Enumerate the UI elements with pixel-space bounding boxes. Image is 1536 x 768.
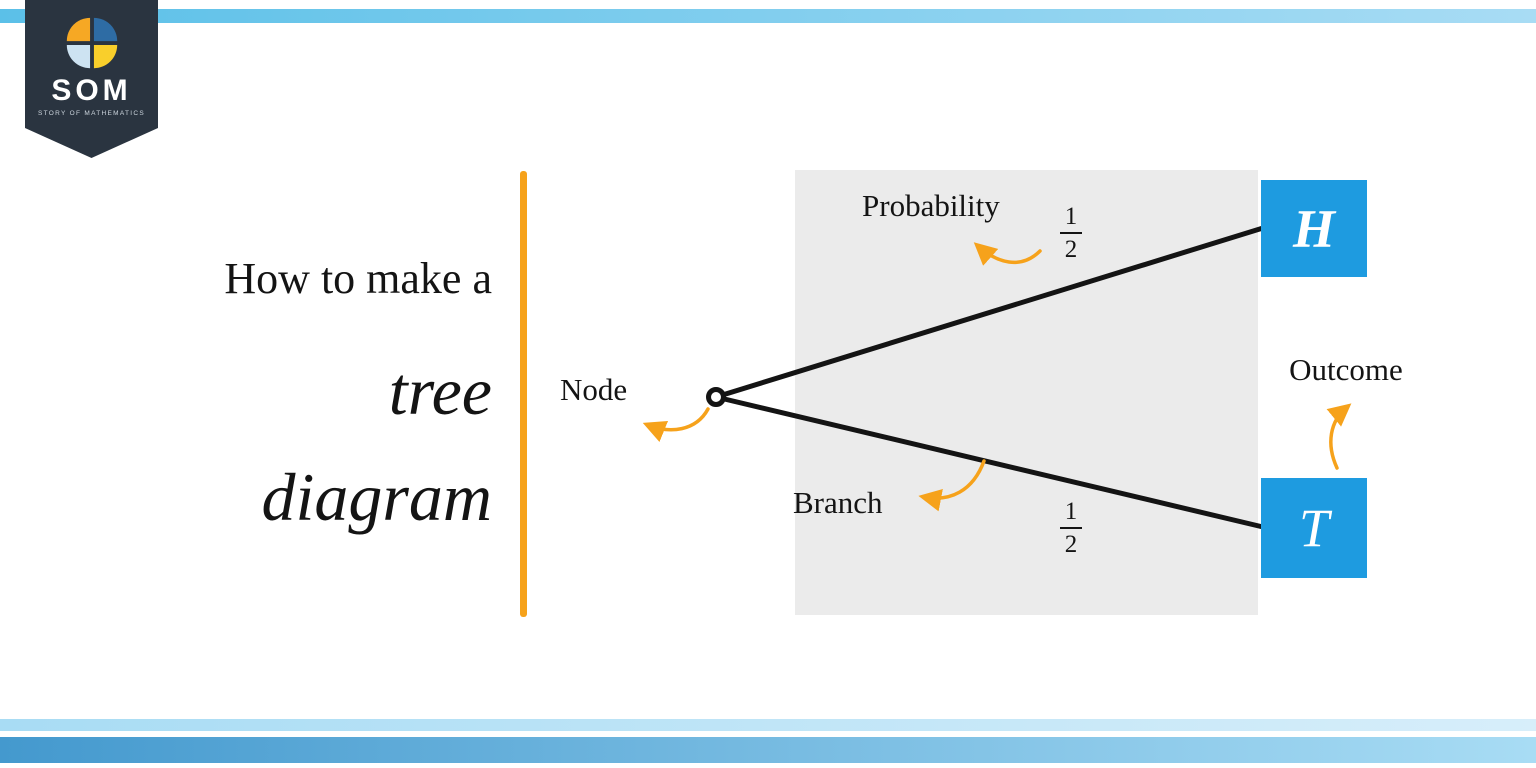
- logo-acronym: SOM: [51, 74, 132, 107]
- node-label: Node: [560, 372, 628, 407]
- fraction-top-denominator: 2: [1064, 236, 1078, 263]
- vertical-divider: [520, 171, 527, 617]
- node-annotation-arrow: [642, 407, 710, 442]
- page-title-line1: How to make a: [224, 254, 492, 303]
- outcome-label: Outcome: [1289, 352, 1403, 387]
- pinwheel-icon: [66, 17, 117, 69]
- lower-branch-line: [713, 394, 1266, 530]
- outcome-letter-t: T: [1298, 498, 1330, 558]
- fraction-top-bar: [1060, 232, 1082, 234]
- pinwheel-wedge-yellow: [93, 44, 117, 69]
- fraction-bottom-bar: [1060, 527, 1082, 529]
- probability-label: Probability: [862, 188, 1000, 223]
- diagram-panel: [795, 170, 1258, 615]
- logo-subtitle: STORY OF MATHEMATICS: [37, 110, 146, 117]
- page-title-line3: diagram: [261, 459, 492, 535]
- bottom-stripe-thick: [0, 737, 1536, 763]
- node-circle: [706, 387, 726, 407]
- outcome-letter-h: H: [1292, 198, 1335, 259]
- probability-fraction-top: 1 2: [1056, 203, 1086, 263]
- top-stripe: [0, 9, 1536, 23]
- branch-label: Branch: [793, 485, 883, 520]
- upper-branch-line: [713, 225, 1266, 400]
- fraction-top-numerator: 1: [1064, 203, 1078, 230]
- pinwheel-wedge-blue: [93, 17, 117, 42]
- fraction-bottom-numerator: 1: [1064, 498, 1078, 525]
- bottom-stripe-thin: [0, 719, 1536, 731]
- branch-annotation-arrow: [918, 459, 986, 512]
- pinwheel-wedge-light: [66, 44, 90, 69]
- brand-badge: SOM STORY OF MATHEMATICS: [25, 0, 158, 158]
- fraction-bottom-denominator: 2: [1064, 531, 1078, 558]
- probability-fraction-bottom: 1 2: [1056, 498, 1086, 558]
- pinwheel-wedge-orange: [66, 17, 90, 42]
- outcome-box-tails: T: [1261, 478, 1367, 578]
- outcome-box-heads: H: [1261, 180, 1367, 277]
- probability-annotation-arrow: [973, 242, 1042, 266]
- outcome-annotation-arrow: [1326, 403, 1352, 470]
- page-title-line2: tree: [388, 353, 492, 429]
